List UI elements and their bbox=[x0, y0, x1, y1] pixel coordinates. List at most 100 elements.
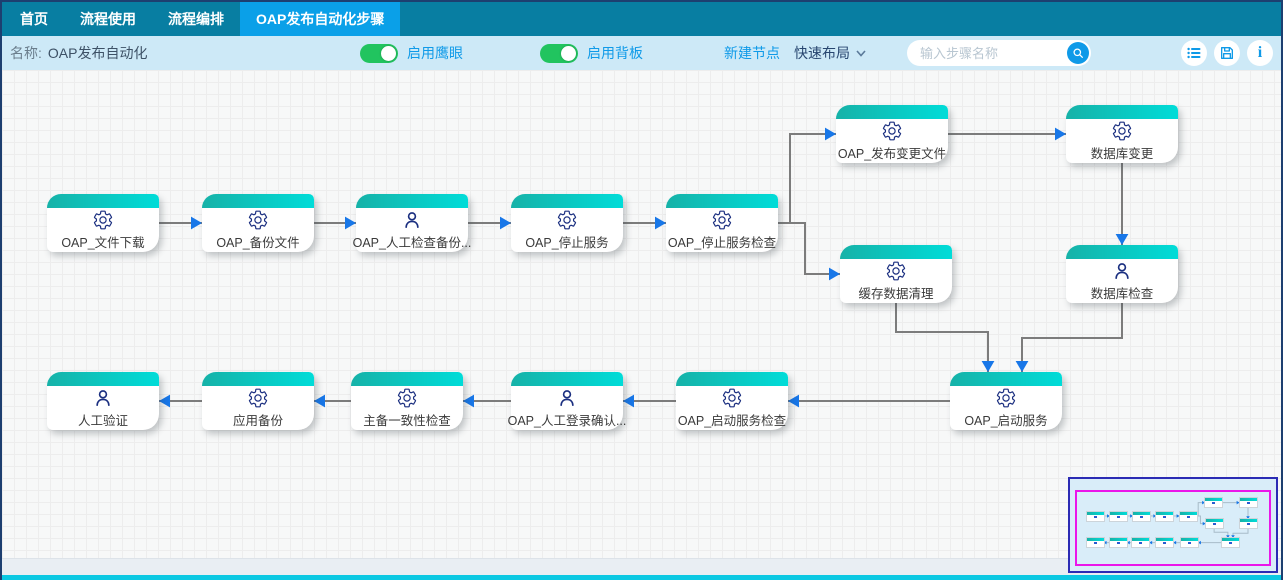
minimap-node bbox=[1132, 538, 1150, 548]
flow-node[interactable]: OAP_人工检查备份... bbox=[353, 194, 471, 252]
person-icon bbox=[92, 387, 114, 409]
search-icon bbox=[1071, 46, 1085, 60]
horizontal-scrollbar[interactable] bbox=[2, 558, 1281, 575]
node-header bbox=[202, 372, 314, 386]
save-button[interactable] bbox=[1214, 40, 1240, 66]
node-label: OAP_备份文件 bbox=[216, 236, 300, 250]
minimap-node bbox=[1239, 519, 1257, 529]
node-label: 数据库变更 bbox=[1090, 147, 1154, 161]
node-body: OAP_停止服务检查 bbox=[666, 208, 778, 252]
toggle-knob bbox=[561, 45, 576, 61]
node-label: OAP_停止服务 bbox=[525, 236, 609, 250]
flow-node[interactable]: OAP_停止服务检查 bbox=[666, 194, 778, 252]
flow-node[interactable]: OAP_停止服务 bbox=[511, 194, 623, 252]
node-label: 数据库检查 bbox=[1090, 287, 1154, 301]
node-header bbox=[666, 194, 778, 208]
gear-icon bbox=[556, 209, 578, 231]
gear-icon bbox=[92, 209, 114, 231]
node-label: 应用备份 bbox=[232, 414, 283, 428]
node-label: OAP_人工登录确认... bbox=[507, 414, 627, 428]
save-icon bbox=[1219, 45, 1235, 61]
flow-node[interactable]: 数据库检查 bbox=[1066, 245, 1178, 303]
new-node-button[interactable]: 新建节点 bbox=[724, 45, 780, 61]
node-header bbox=[351, 372, 463, 386]
toolbar: 名称: OAP发布自动化 启用鹰眼 启用背板 新建节点 快速布局 bbox=[2, 36, 1281, 70]
toggle-group-backboard: 启用背板 bbox=[540, 36, 643, 70]
node-header bbox=[1066, 105, 1178, 119]
flow-node[interactable]: OAP_发布变更文件 bbox=[836, 105, 948, 163]
node-header bbox=[836, 105, 948, 119]
flow-node[interactable]: 应用备份 bbox=[202, 372, 314, 430]
node-header bbox=[676, 372, 788, 386]
node-body: 应用备份 bbox=[202, 386, 314, 430]
minimap-node bbox=[1239, 498, 1257, 508]
gear-icon bbox=[995, 387, 1017, 409]
node-label: OAP_发布变更文件 bbox=[837, 147, 947, 161]
node-body: 缓存数据清理 bbox=[840, 259, 952, 303]
tab-item-0[interactable]: 首页 bbox=[20, 11, 48, 27]
search-input[interactable] bbox=[907, 40, 1091, 66]
list-view-button[interactable] bbox=[1181, 40, 1207, 66]
node-body: OAP_文件下载 bbox=[47, 208, 159, 252]
flow-node[interactable]: 主备一致性检查 bbox=[351, 372, 463, 430]
node-body: OAP_启动服务检查 bbox=[676, 386, 788, 430]
flow-node[interactable]: OAP_文件下载 bbox=[47, 194, 159, 252]
minimap-viewport[interactable] bbox=[1075, 490, 1271, 566]
info-button[interactable]: i bbox=[1247, 40, 1273, 66]
eagle-eye-toggle[interactable] bbox=[360, 43, 398, 63]
backboard-toggle-label: 启用背板 bbox=[587, 45, 643, 61]
minimap-node bbox=[1222, 538, 1240, 548]
tab-item-2[interactable]: 流程编排 bbox=[168, 11, 224, 27]
toggle-knob bbox=[381, 45, 396, 61]
list-icon bbox=[1186, 45, 1202, 61]
person-icon bbox=[401, 209, 423, 231]
node-header bbox=[356, 194, 468, 208]
step-search-box bbox=[907, 40, 1091, 66]
node-body: OAP_停止服务 bbox=[511, 208, 623, 252]
quick-layout-label: 快速布局 bbox=[794, 45, 850, 61]
flow-node[interactable]: 缓存数据清理 bbox=[840, 245, 952, 303]
flow-canvas[interactable]: OAP_文件下载 OAP_备份文件 OAP_人工检查备份... OAP_停止服务 OAP… bbox=[2, 70, 1281, 558]
minimap-node bbox=[1086, 511, 1104, 521]
gear-icon bbox=[1111, 120, 1133, 142]
node-body: 数据库检查 bbox=[1066, 259, 1178, 303]
node-label: OAP_人工检查备份... bbox=[352, 236, 472, 250]
node-header bbox=[47, 194, 159, 208]
node-body: 主备一致性检查 bbox=[351, 386, 463, 430]
node-header bbox=[950, 372, 1062, 386]
gear-icon bbox=[711, 209, 733, 231]
flow-node[interactable]: OAP_启动服务检查 bbox=[676, 372, 788, 430]
node-header bbox=[1066, 245, 1178, 259]
gear-icon bbox=[721, 387, 743, 409]
node-body: OAP_人工检查备份... bbox=[353, 208, 471, 252]
minimap[interactable] bbox=[1068, 477, 1278, 573]
flow-node[interactable]: 数据库变更 bbox=[1066, 105, 1178, 163]
backboard-toggle[interactable] bbox=[540, 43, 578, 63]
node-header bbox=[47, 372, 159, 386]
minimap-node bbox=[1205, 519, 1223, 529]
quick-layout-dropdown[interactable]: 快速布局 bbox=[794, 36, 867, 70]
eagle-eye-toggle-label: 启用鹰眼 bbox=[407, 45, 463, 61]
search-button[interactable] bbox=[1067, 42, 1089, 64]
node-label: OAP_文件下载 bbox=[61, 236, 145, 250]
toolbar-right-buttons: i bbox=[1181, 36, 1273, 70]
edge-layer bbox=[1103, 500, 1250, 545]
node-header bbox=[202, 194, 314, 208]
tab-item-3[interactable]: OAP发布自动化步骤 bbox=[240, 2, 401, 36]
flow-node[interactable]: OAP_启动服务 bbox=[950, 372, 1062, 430]
flow-node[interactable]: 人工验证 bbox=[47, 372, 159, 430]
person-icon bbox=[1111, 260, 1133, 282]
node-header bbox=[511, 194, 623, 208]
minimap-node bbox=[1156, 511, 1174, 521]
flow-node[interactable]: OAP_人工登录确认... bbox=[508, 372, 626, 430]
gear-icon bbox=[247, 209, 269, 231]
flow-node[interactable]: OAP_备份文件 bbox=[202, 194, 314, 252]
tab-bar: 首页 流程使用 流程编排 OAP发布自动化步骤 bbox=[2, 2, 1281, 36]
node-body: OAP_启动服务 bbox=[950, 386, 1062, 430]
node-label: 主备一致性检查 bbox=[363, 414, 451, 428]
minimap-node bbox=[1179, 511, 1197, 521]
minimap-node bbox=[1086, 538, 1104, 548]
toggle-group-eagle-eye: 启用鹰眼 bbox=[360, 36, 463, 70]
tab-item-1[interactable]: 流程使用 bbox=[80, 11, 136, 27]
